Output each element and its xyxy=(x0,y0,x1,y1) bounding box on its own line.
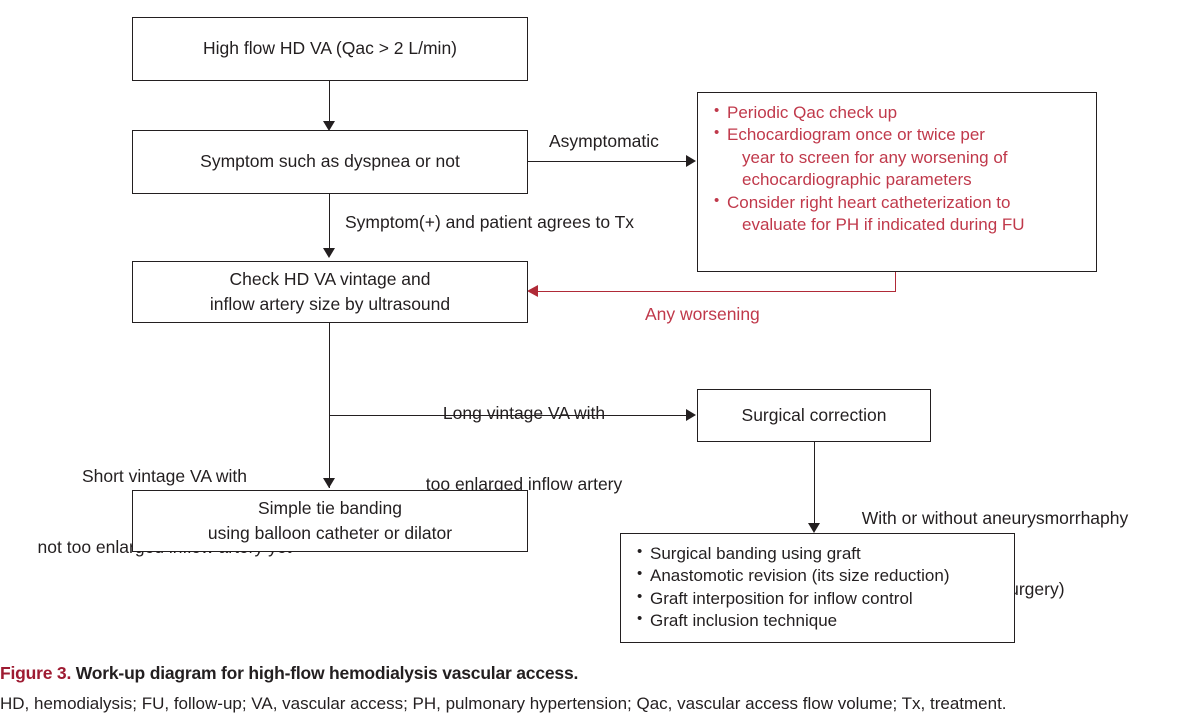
figure-abbreviations: HD, hemodialysis; FU, follow-up; VA, vas… xyxy=(0,694,1007,713)
list-item: Graft interposition for inflow control xyxy=(635,587,1000,610)
list-item: evaluate for PH if indicated during FU xyxy=(742,215,1025,235)
connector-check-vintage-stem xyxy=(329,323,330,488)
node-symptom-check: Symptom such as dyspnea or not xyxy=(132,130,528,194)
node-symptom-check-label: Symptom such as dyspnea or not xyxy=(200,151,460,172)
edge-label-symptom-positive: Symptom(+) and patient agrees to Tx xyxy=(345,212,635,232)
edge-label-long-vintage: Long vintage VA with too enlarged inflow… xyxy=(424,355,624,544)
arrowhead-any-worsening xyxy=(527,285,538,297)
list-item: Periodic Qac check up xyxy=(712,101,1082,124)
surveillance-list: Periodic Qac check up Echocardiogram onc… xyxy=(712,101,1082,237)
edge-label-long-vintage-line-1: Long vintage VA with xyxy=(442,403,606,424)
edge-label-long-vintage-line-2: too enlarged inflow artery xyxy=(425,474,623,495)
connector-high-flow-to-symptom xyxy=(329,81,330,121)
connector-symptom-to-check xyxy=(329,194,330,248)
figure-caption: Figure 3. Work-up diagram for high-flow … xyxy=(0,663,1197,684)
edge-label-aneurysmorrhaphy-line-1: With or without aneurysmorrhaphy xyxy=(861,508,1129,529)
node-check-vintage-line-1: Check HD VA vintage and xyxy=(229,268,431,289)
node-surveillance-plan: Periodic Qac check up Echocardiogram onc… xyxy=(697,92,1097,272)
surgical-options-list: Surgical banding using graft Anastomotic… xyxy=(635,542,1000,633)
arrowhead-surgical-to-options xyxy=(808,523,820,533)
arrowhead-symptom-to-check xyxy=(323,248,335,258)
connector-any-worsening-horizontal xyxy=(538,291,896,292)
node-check-vintage-line-2: inflow artery size by ultrasound xyxy=(209,294,451,314)
figure-title: Work-up diagram for high-flow hemodialys… xyxy=(71,663,579,683)
arrowhead-high-flow-to-symptom xyxy=(323,121,335,131)
list-item: year to screen for any worsening of xyxy=(742,147,1008,167)
node-simple-tie-line-1: Simple tie banding xyxy=(258,497,402,518)
list-item: Graft inclusion technique xyxy=(635,609,1000,632)
list-item: Surgical banding using graft xyxy=(635,542,1000,565)
node-simple-tie-banding: Simple tie banding using balloon cathete… xyxy=(132,490,528,552)
list-item: Consider right heart catheterization to xyxy=(712,191,1082,214)
connector-check-to-surgical xyxy=(329,415,687,416)
arrowhead-check-to-surgical xyxy=(686,409,696,421)
node-check-vintage: Check HD VA vintage and inflow artery si… xyxy=(132,261,528,323)
node-high-flow-hd-va: High flow HD VA (Qac > 2 L/min) xyxy=(132,17,528,81)
node-simple-tie-line-2: using balloon catheter or dilator xyxy=(207,523,453,543)
edge-label-any-worsening: Any worsening xyxy=(645,304,760,324)
node-surgical-correction: Surgical correction xyxy=(697,389,931,442)
edge-label-short-vintage-line-1: Short vintage VA with xyxy=(81,466,248,487)
node-surgical-options: Surgical banding using graft Anastomotic… xyxy=(620,533,1015,643)
arrowhead-asymptomatic xyxy=(686,155,696,167)
arrowhead-check-to-simple-tie xyxy=(323,478,335,488)
figure-number: Figure 3. xyxy=(0,663,72,683)
edge-label-asymptomatic: Asymptomatic xyxy=(549,131,659,151)
connector-any-worsening-vertical xyxy=(895,272,896,292)
connector-asymptomatic xyxy=(528,161,687,162)
node-high-flow-hd-va-label: High flow HD VA (Qac > 2 L/min) xyxy=(203,38,457,59)
list-item: Anastomotic revision (its size reduction… xyxy=(635,564,1000,587)
connector-surgical-to-options xyxy=(814,442,815,523)
list-item: Echocardiogram once or twice per xyxy=(712,123,1082,146)
list-item: echocardiographic parameters xyxy=(742,170,972,190)
node-surgical-correction-label: Surgical correction xyxy=(741,404,887,425)
